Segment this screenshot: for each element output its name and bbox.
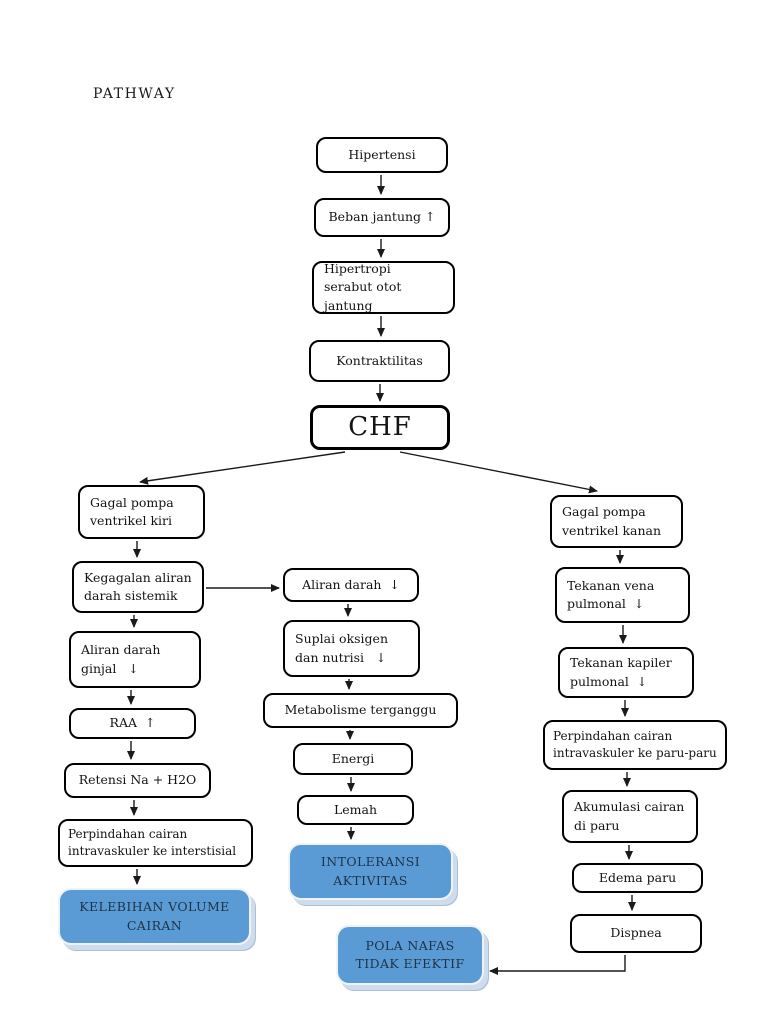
node-gagal-pompa-ventrikel-kanan: Gagal pompa ventrikel kanan xyxy=(550,495,683,548)
node-aliran-darah: Aliran darah ↓ xyxy=(283,568,419,602)
node-lemah: Lemah xyxy=(297,795,414,825)
node-raa: RAA ↑ xyxy=(69,708,196,739)
node-kelebihan-volume-cairan: KELEBIHAN VOLUME CAIRAN xyxy=(58,888,251,945)
node-chf: CHF xyxy=(310,405,450,450)
node-edema-paru: Edema paru xyxy=(572,863,703,893)
node-akumulasi-cairan: Akumulasi cairan di paru xyxy=(562,790,698,843)
node-kontraktilitas: Kontraktilitas xyxy=(309,340,450,382)
node-suplai-oksigen: Suplai oksigen dan nutrisi ↓ xyxy=(283,620,420,677)
node-energi: Energi xyxy=(293,743,413,775)
node-perpindahan-interstisial: Perpindahan cairan intravaskuler ke inte… xyxy=(58,819,253,867)
page-title: PATHWAY xyxy=(93,86,176,102)
node-hipertensi: Hipertensi xyxy=(316,137,448,173)
node-intoleransi-aktivitas: INTOLERANSI AKTIVITAS xyxy=(288,843,453,900)
node-kegagalan-aliran-sistemik: Kegagalan aliran darah sistemik xyxy=(72,561,204,613)
edge-chf-gagal-kiri xyxy=(139,451,346,485)
edge-chf-gagal-kanan xyxy=(399,451,598,494)
node-metabolisme-terganggu: Metabolisme terganggu xyxy=(263,693,458,728)
edge-dispnea-polanafas xyxy=(489,955,626,975)
node-pola-nafas-tidak-efektif: POLA NAFAS TIDAK EFEKTIF xyxy=(336,925,484,985)
node-perpindahan-paru: Perpindahan cairan intravaskuler ke paru… xyxy=(543,720,727,770)
node-beban-jantung: Beban jantung ↑ xyxy=(314,198,450,237)
node-aliran-darah-ginjal: Aliran darah ginjal ↓ xyxy=(69,631,201,688)
node-gagal-pompa-ventrikel-kiri: Gagal pompa ventrikel kiri xyxy=(78,485,205,539)
node-hipertropi: Hipertropi serabut otot jantung xyxy=(312,261,455,314)
node-dispnea: Dispnea xyxy=(570,914,702,953)
node-tekanan-kapiler-pulmonal: Tekanan kapiler pulmonal ↓ xyxy=(558,647,694,698)
node-retensi-na-h2o: Retensi Na + H2O xyxy=(64,763,211,798)
node-tekanan-vena-pulmonal: Tekanan vena pulmonal ↓ xyxy=(555,567,690,623)
